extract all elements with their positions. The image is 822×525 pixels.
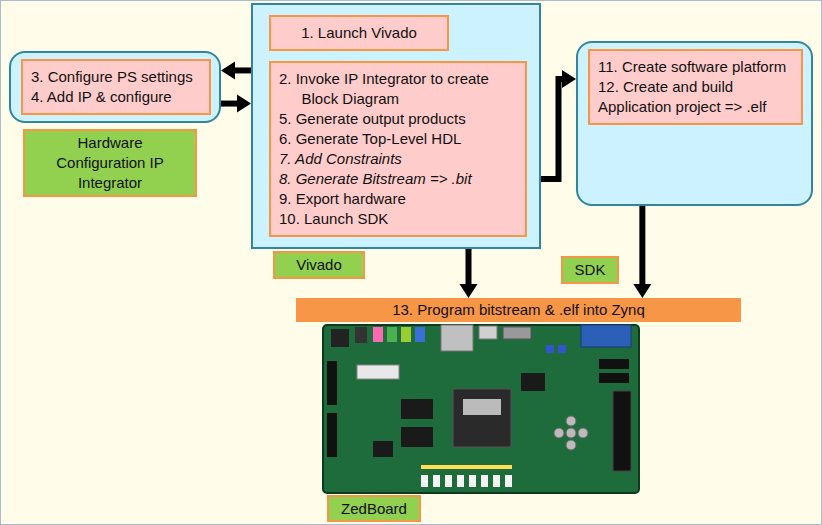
- slide-switch: [469, 475, 476, 487]
- flow-arrow: [633, 206, 651, 298]
- arrow-head: [633, 284, 651, 298]
- audio-jack: [387, 327, 397, 342]
- group-label: Vivado: [273, 251, 365, 279]
- slide-switch: [481, 475, 488, 487]
- memory-chip: [401, 427, 433, 447]
- flow-arrow: [541, 70, 576, 179]
- slide-switch: [457, 475, 464, 487]
- audio-jack: [373, 327, 383, 342]
- push-button: [566, 416, 576, 426]
- audio-jack: [401, 327, 411, 342]
- arrow-head: [237, 95, 251, 113]
- arrow-line: [541, 79, 564, 179]
- arrow-line: [221, 101, 239, 107]
- hdmi-port: [503, 327, 531, 339]
- ic-chip: [521, 373, 545, 391]
- step-text: 12. Create and build Application project…: [598, 77, 793, 117]
- flow-arrow: [460, 249, 478, 298]
- ic-chip: [373, 441, 393, 457]
- flow-arrow: [221, 95, 251, 113]
- power-switch: [331, 329, 349, 347]
- oled-display: [357, 365, 399, 379]
- push-button: [566, 428, 576, 438]
- power-jack: [355, 327, 367, 343]
- process-box: 1. Launch Vivado: [269, 15, 449, 51]
- group-label-text: Hardware Configuration IP Integrator: [31, 133, 189, 193]
- group-label-text: Vivado: [296, 255, 342, 275]
- arrow-line: [639, 206, 645, 286]
- step-text: 8. Generate Bitstream => .bit: [279, 169, 517, 189]
- pmod-header: [599, 373, 629, 383]
- arrow-head: [562, 70, 576, 88]
- program-box: 13. Program bitstream & .elf into Zynq: [296, 298, 741, 322]
- zynq-chip: [453, 389, 511, 447]
- step-text: 2. Invoke IP Integrator to create Block …: [279, 69, 517, 109]
- pmod-header: [599, 359, 629, 369]
- process-box: 11. Create software platform12. Create a…: [588, 49, 803, 125]
- process-box: 3. Configure PS settings4. Add IP & conf…: [21, 59, 211, 115]
- pmod-header: [327, 361, 337, 405]
- usb-port: [479, 326, 497, 339]
- fmc-connector: [613, 391, 631, 471]
- tool-group: Hardware Configuration IP Integrator3. C…: [9, 51, 221, 123]
- tool-group: Vivado1. Launch Vivado2. Invoke IP Integ…: [251, 3, 541, 249]
- step-text: 10. Launch SDK: [279, 209, 517, 229]
- group-label-text: SDK: [575, 260, 606, 280]
- jumper: [558, 345, 566, 353]
- slide-switch: [421, 475, 428, 487]
- step-text: 13. Program bitstream & .elf into Zynq: [392, 300, 645, 320]
- vga-connector: [581, 325, 631, 347]
- slide-switch: [433, 475, 440, 487]
- ethernet-jack: [441, 325, 473, 351]
- board-label: ZedBoard: [327, 495, 421, 522]
- step-text: 9. Export hardware: [279, 189, 517, 209]
- arrow-head: [221, 61, 235, 79]
- audio-jack: [415, 327, 425, 342]
- arrow-line: [466, 249, 472, 286]
- process-box: 2. Invoke IP Integrator to create Block …: [269, 61, 527, 237]
- step-text: 1. Launch Vivado: [301, 23, 417, 43]
- step-text: 11. Create software platform: [598, 57, 793, 77]
- flow-arrow: [221, 61, 251, 79]
- chip-marking: [463, 399, 501, 415]
- arrow-line: [233, 67, 251, 73]
- group-label: SDK: [561, 256, 619, 284]
- push-button: [554, 428, 564, 438]
- step-text: 5. Generate output products: [279, 109, 517, 129]
- led-row: [421, 465, 512, 469]
- slide-switch: [445, 475, 452, 487]
- slide-switch: [493, 475, 500, 487]
- pmod-header: [327, 413, 337, 457]
- slide-switch: [505, 475, 512, 487]
- push-button: [566, 440, 576, 450]
- step-text: ZedBoard: [341, 499, 407, 519]
- step-text: 7. Add Constraints: [279, 149, 517, 169]
- group-label: Hardware Configuration IP Integrator: [23, 129, 197, 197]
- step-text: 3. Configure PS settings: [31, 67, 201, 87]
- step-text: 6. Generate Top-Level HDL: [279, 129, 517, 149]
- memory-chip: [401, 399, 433, 419]
- pcb: [323, 325, 639, 493]
- jumper: [546, 345, 554, 353]
- arrow-head: [460, 284, 478, 298]
- step-text: 4. Add IP & configure: [31, 87, 201, 107]
- push-button: [578, 428, 588, 438]
- tool-group: SDK11. Create software platform12. Creat…: [576, 41, 813, 206]
